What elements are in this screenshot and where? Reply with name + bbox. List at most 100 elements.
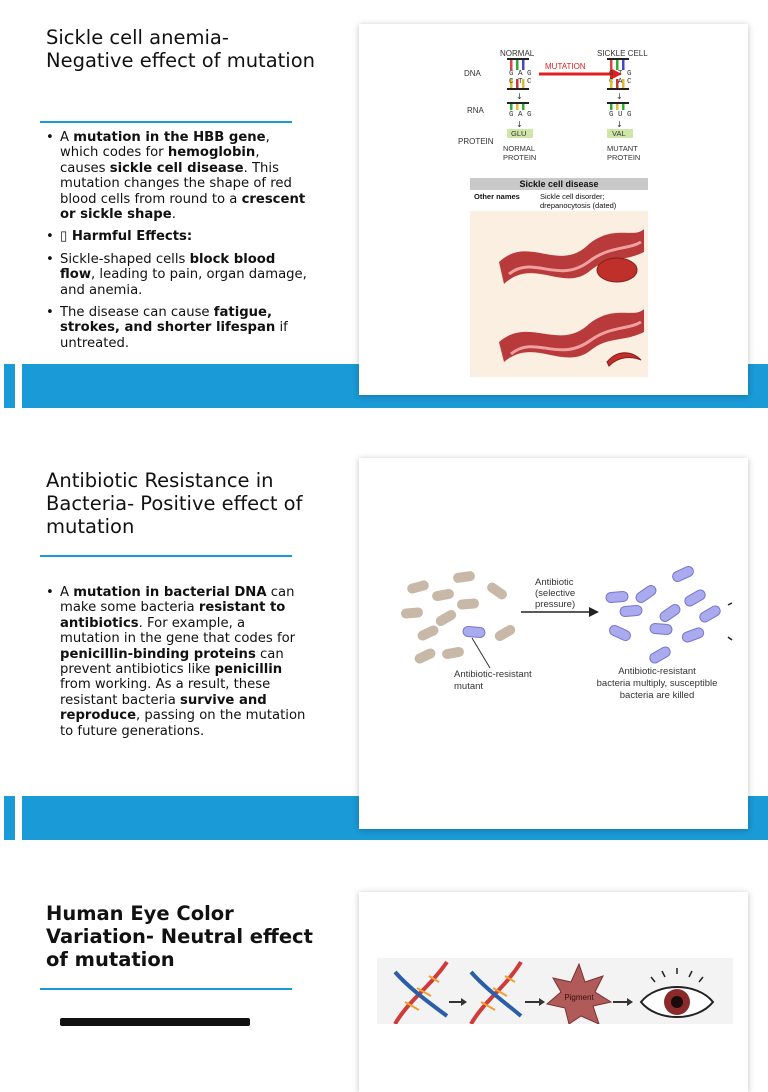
slide-sickle-cell: Sickle cell anemia- Negative effect of m… (0, 0, 768, 418)
bullet-text: , leading to pain, organ damage, and ane… (60, 267, 307, 298)
eye-icon (639, 968, 715, 1018)
arrow-label-3: pressure) (535, 599, 575, 610)
val-box (607, 129, 633, 138)
bullet-text: A (60, 130, 74, 145)
bullet-item: Sickle-shaped cells block blood flow, le… (46, 252, 308, 298)
figure-card: Pigment (359, 892, 748, 1092)
susceptible-bacteria (401, 571, 516, 664)
bullet-emphasis: crescent or sickle shape (60, 191, 306, 223)
figure-card: NORMAL SICKLE CELL DNA RNA PROTEIN MUTAT… (359, 24, 748, 395)
sickle-dna-bars (607, 58, 629, 90)
bullet-emphasis: block blood flow (60, 251, 276, 283)
bullet-item: A mutation in bacterial DNA can make som… (46, 585, 308, 739)
bullet-emphasis: mutation in bacterial DNA (73, 585, 267, 600)
bullet-text: Sickle-shaped cells (60, 251, 190, 267)
bullet-text: if untreated. (60, 320, 288, 351)
bullet-emphasis: resistant to antibiotics (60, 600, 286, 631)
normal-protein-2: PROTEIN (503, 153, 536, 162)
bullet-list: A mutation in the HBB gene, which codes … (46, 130, 308, 358)
cropped-bullet-text (60, 1018, 250, 1026)
bullet-text: The disease can cause (60, 305, 214, 321)
bullet-text: A (60, 585, 74, 600)
bullet-emphasis: survive and reproduce (60, 692, 267, 724)
arrow-2 (525, 998, 545, 1006)
svg-text:↓: ↓ (616, 120, 623, 129)
normal-dna-top: G A G (509, 70, 532, 78)
sickle-rna: G U G (609, 111, 632, 119)
bullet-emphasis: mutation in the HBB gene (73, 130, 266, 145)
dna-helix-icon (393, 960, 449, 1024)
label-normal: NORMAL (500, 49, 535, 58)
bullet-text: , passing on the mutation to future gene… (60, 708, 306, 739)
resistant-bacteria (605, 565, 721, 664)
bullet-text: , causes (60, 145, 260, 176)
bullet-text: can make some bacteria (60, 585, 295, 616)
bullet-emphasis: penicillin (214, 662, 283, 678)
bullet-item: A mutation in the HBB gene, which codes … (46, 130, 308, 222)
pigment-star-icon (545, 962, 613, 1024)
figure-card: Antibiotic-resistant mutant Antibiotic (… (359, 458, 748, 829)
pigment-label: Pigment (564, 993, 594, 1002)
title-underline (40, 555, 292, 557)
resistant-mutant (462, 625, 486, 639)
killed-bacteria-marks (727, 602, 733, 641)
svg-text:↓: ↓ (516, 92, 523, 101)
rna-bars (507, 102, 629, 110)
bullet-emphasis: hemoglobin (167, 145, 256, 161)
slide-title: Sickle cell anemia- Negative effect of m… (46, 26, 316, 72)
glu-box (507, 129, 533, 138)
mutant-pointer (471, 637, 491, 669)
accent-band-edge (4, 796, 15, 840)
label-dna: DNA (464, 69, 482, 78)
accent-band-edge (4, 364, 15, 408)
mutation-arrowhead (610, 68, 622, 80)
blood-vessel-top (499, 229, 644, 284)
antibiotic-figure: Antibiotic-resistant mutant Antibiotic (… (401, 565, 733, 701)
label-protein: PROTEIN (458, 137, 494, 146)
bullet-text: from working. As a result, these resista… (60, 677, 271, 708)
blood-vessel-bottom (499, 309, 644, 367)
bullet-list: A mutation in bacterial DNA can make som… (46, 585, 308, 746)
sickle-figure: NORMAL SICKLE CELL DNA RNA PROTEIN MUTAT… (458, 49, 648, 377)
arrow-3 (613, 998, 633, 1006)
slide-eye-color: Human Eye Color Variation- Neutral effec… (0, 868, 768, 1092)
bullet-text: . This mutation changes the shape of red… (60, 160, 292, 207)
bullet-text: . (171, 207, 176, 223)
left-caption-1: Antibiotic-resistant (454, 669, 532, 680)
normal-rna: G A G (509, 111, 532, 119)
bullet-emphasis: ▯ Harmful Effects: (60, 229, 193, 245)
bullet-emphasis: penicillin-binding proteins (60, 646, 256, 662)
title-underline (40, 988, 292, 990)
sickle-dna-top: G T G (609, 70, 632, 78)
slide-antibiotic-resistance: Antibiotic Resistance in Bacteria- Posit… (0, 434, 768, 852)
mutant-protein-2: PROTEIN (607, 153, 640, 162)
bullet-item: ▯ Harmful Effects: (46, 229, 308, 245)
aa-normal: GLU (511, 129, 526, 138)
slide-title: Antibiotic Resistance in Bacteria- Posit… (46, 469, 303, 538)
sickle-dna-bottom: C A C (609, 78, 632, 86)
infobox-other-names-1: Sickle cell disorder; (540, 192, 605, 201)
normal-dna-bottom: C T C (509, 78, 532, 86)
arrow-label-1: Antibiotic (535, 577, 574, 588)
infobox-other-names-2: drepanocytosis (dated) (540, 201, 617, 210)
normal-protein-1: NORMAL (503, 144, 535, 153)
selection-arrowhead (589, 607, 599, 617)
bullet-emphasis: fatigue, strokes, and shorter lifespan (60, 305, 276, 336)
arrow-label-2: (selective (535, 588, 575, 599)
label-sickle-cell: SICKLE CELL (597, 49, 648, 58)
label-rna: RNA (467, 106, 485, 115)
infobox-other-names-label: Other names (474, 192, 520, 201)
bullet-text: . For example, a mutation in the gene th… (60, 615, 296, 647)
left-caption-2: mutant (454, 681, 483, 692)
infobox-header: Sickle cell disease (519, 179, 598, 189)
right-caption-3: bacteria are killed (620, 690, 694, 701)
infobox-header-bg (470, 178, 648, 190)
svg-text:↓: ↓ (616, 92, 623, 101)
arrow-1 (449, 998, 467, 1006)
svg-text:↓: ↓ (516, 120, 523, 129)
bullet-emphasis: sickle cell disease (109, 160, 244, 176)
normal-dna-bars (507, 58, 529, 90)
label-mutation: MUTATION (545, 62, 586, 71)
slide-title: Human Eye Color Variation- Neutral effec… (46, 902, 313, 971)
eye-color-figure: Pigment (377, 958, 733, 1024)
